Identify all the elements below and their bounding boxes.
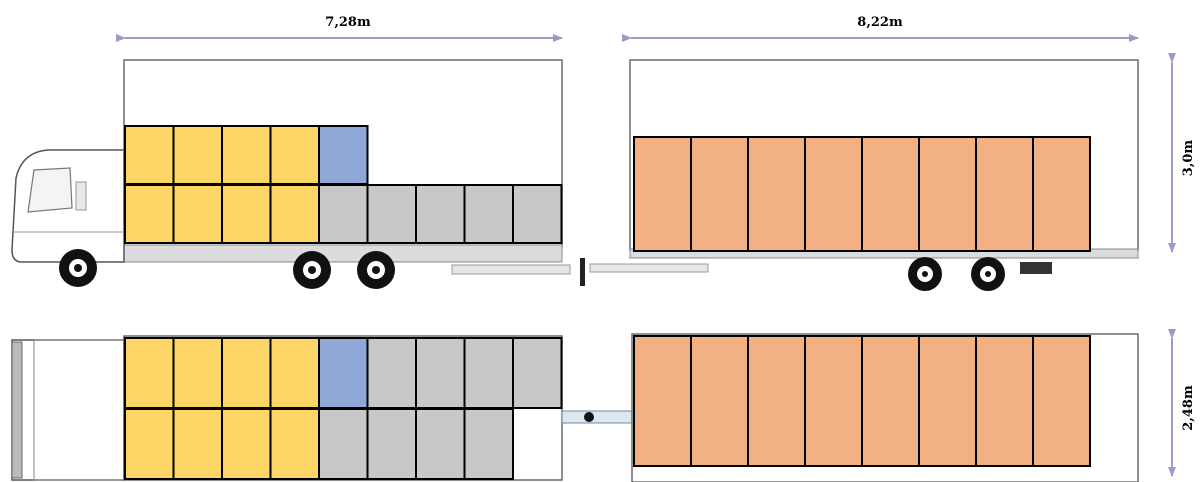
side-trailer-orange-box-4 — [804, 136, 863, 252]
top-truck-top-row-gray-box-7 — [415, 337, 466, 409]
truck-front-wheel-icon — [59, 249, 97, 287]
side-trailer-orange-box-1 — [633, 136, 692, 252]
top-truck-top-row-yellow-box-4 — [269, 337, 320, 409]
top-truck-top-row-gray-box-8 — [463, 337, 514, 409]
trailer-wheel-2-icon — [971, 257, 1005, 291]
side-truck-bottom-row-gray-box-8 — [463, 184, 514, 244]
top-truck-top-row-gray-box-9 — [512, 337, 563, 409]
top-trailer-orange-box-3 — [747, 335, 806, 467]
trailer-length-label: 8,22m — [857, 15, 903, 30]
trailer-top-view — [631, 333, 1139, 482]
top-truck-top-row-gray-box-6 — [366, 337, 417, 409]
side-truck-bottom-row-yellow-box-2 — [172, 184, 223, 244]
top-trailer-orange-box-6 — [918, 335, 977, 467]
side-truck-bottom-row-yellow-box-1 — [124, 184, 175, 244]
truck-chassis-side — [123, 244, 563, 263]
side-truck-top-row-yellow-box-2 — [172, 125, 223, 185]
side-truck-bottom-row-yellow-box-3 — [221, 184, 272, 244]
trailer-length-dimension: 8,22m — [622, 15, 1139, 42]
top-truck-bottom-row-yellow-box-2 — [172, 408, 223, 480]
top-truck-bottom-row-gray-box-7 — [415, 408, 466, 480]
drawbar-side-icon — [451, 258, 709, 286]
truck-rear-wheel-1-icon — [293, 251, 331, 289]
width-label: 2,48m — [1181, 385, 1196, 431]
side-truck-top-row-yellow-box-1 — [124, 125, 175, 185]
trailer-side-view — [629, 59, 1139, 291]
top-trailer-orange-box-1 — [633, 335, 692, 467]
top-trailer-orange-box-8 — [1032, 335, 1091, 467]
cab-window-icon — [27, 167, 73, 213]
trailer-side-cargo — [633, 136, 1091, 252]
side-trailer-orange-box-5 — [861, 136, 920, 252]
truck-side-view — [11, 59, 563, 289]
top-trailer-orange-box-4 — [804, 335, 863, 467]
side-trailer-orange-box-7 — [975, 136, 1034, 252]
height-dimension: 3,0m — [1168, 53, 1196, 253]
top-truck-bottom-row-gray-box-6 — [366, 408, 417, 480]
top-truck-bottom-row-gray-box-5 — [318, 408, 369, 480]
top-trailer-orange-box-7 — [975, 335, 1034, 467]
side-truck-bottom-row-yellow-box-4 — [269, 184, 320, 244]
truck-top-view — [11, 335, 563, 481]
trailer-wheel-1-icon — [908, 257, 942, 291]
side-trailer-orange-box-3 — [747, 136, 806, 252]
top-trailer-orange-box-5 — [861, 335, 920, 467]
side-trailer-orange-box-8 — [1032, 136, 1091, 252]
side-truck-bottom-row-gray-box-7 — [415, 184, 466, 244]
top-truck-top-row-blue-box-5 — [318, 337, 369, 409]
truck-side-cargo — [124, 125, 563, 244]
height-label: 3,0m — [1181, 140, 1196, 177]
cab-door-handle-icon — [75, 181, 87, 211]
top-truck-top-row-yellow-box-1 — [124, 337, 175, 409]
top-truck-bottom-row-yellow-box-3 — [221, 408, 272, 480]
truck-top-cargo — [124, 337, 563, 480]
side-truck-bottom-row-gray-box-5 — [318, 184, 369, 244]
top-truck-bottom-row-yellow-box-1 — [124, 408, 175, 480]
truck-cab-top-icon — [11, 339, 125, 481]
trailer-bumper-icon — [1020, 262, 1052, 274]
side-truck-top-row-blue-box-5 — [318, 125, 369, 185]
side-truck-bottom-row-gray-box-6 — [366, 184, 417, 244]
side-truck-bottom-row-gray-box-9 — [512, 184, 563, 244]
top-truck-bottom-row-yellow-box-4 — [269, 408, 320, 480]
top-truck-top-row-yellow-box-2 — [172, 337, 223, 409]
drawbar-top-icon — [561, 410, 633, 424]
width-dimension: 2,48m — [1168, 329, 1196, 477]
truck-length-label: 7,28m — [325, 15, 371, 30]
side-trailer-orange-box-2 — [690, 136, 749, 252]
side-trailer-orange-box-6 — [918, 136, 977, 252]
trailer-top-cargo — [633, 335, 1091, 467]
top-trailer-orange-box-2 — [690, 335, 749, 467]
truck-length-dimension: 7,28m — [116, 15, 563, 42]
side-truck-top-row-yellow-box-4 — [269, 125, 320, 185]
side-truck-top-row-yellow-box-3 — [221, 125, 272, 185]
truck-rear-wheel-2-icon — [357, 251, 395, 289]
top-truck-top-row-yellow-box-3 — [221, 337, 272, 409]
top-truck-bottom-row-gray-box-8 — [463, 408, 514, 480]
